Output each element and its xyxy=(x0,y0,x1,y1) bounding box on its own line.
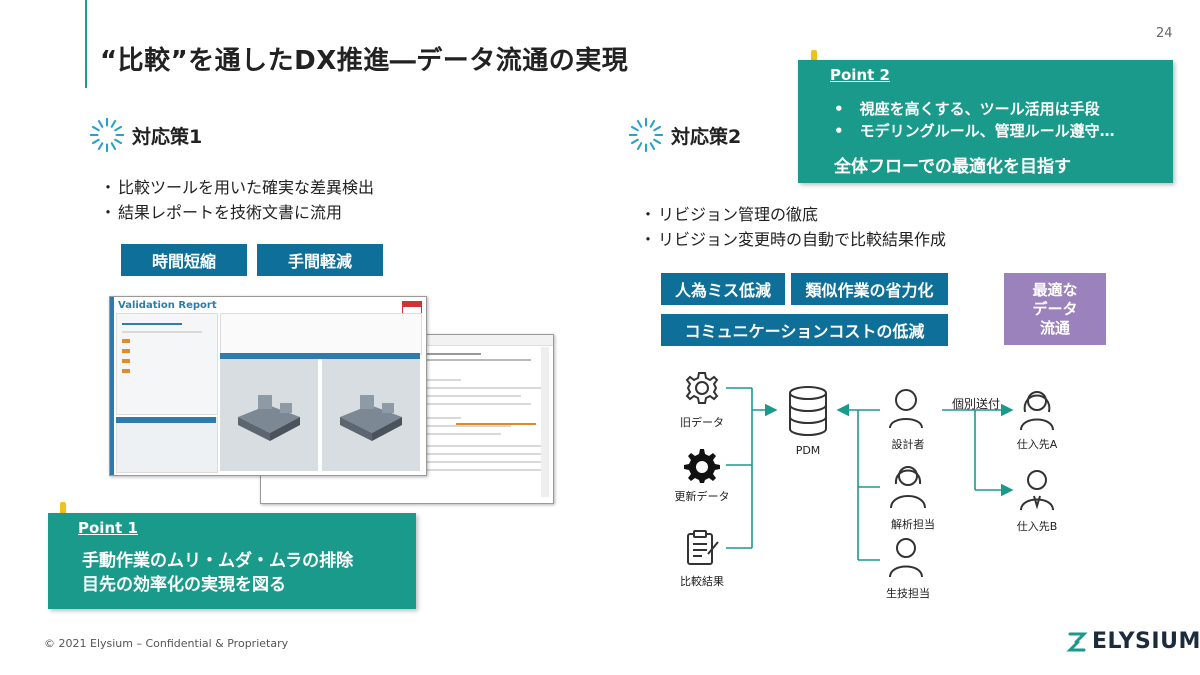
person-label: 設計者 xyxy=(891,438,925,451)
bullet-item: 結果レポートを技術文書に流用 xyxy=(100,200,374,225)
section2-header: 対応策2 xyxy=(627,116,741,154)
point2-bullets: •視座を高くする、ツール活用は手段 •モデリングルール、管理ルール遵守… xyxy=(834,98,1115,142)
send-label: 個別送付 xyxy=(951,397,1000,411)
person-engineer-icon xyxy=(889,538,923,578)
point1-text: 手動作業のムリ・ムダ・ムラの排除 目先の効率化の実現を図る xyxy=(82,549,353,597)
page-number: 24 xyxy=(1156,26,1173,41)
validation-report-screenshot: Validation Report xyxy=(109,296,427,476)
tag-effort-reduction: 手間軽減 xyxy=(257,244,383,276)
source-label-result: 比較結果 xyxy=(680,575,724,588)
logo-text: ELYSIUM xyxy=(1092,629,1200,654)
tag-labor-saving: 類似作業の省力化 xyxy=(791,273,948,305)
section2-title: 対応策2 xyxy=(671,125,742,148)
goal-tag: 最適な データ 流通 xyxy=(1004,273,1106,345)
bullet-item: 比較ツールを用いた確実な差異検出 xyxy=(100,175,374,200)
section1-bullets: 比較ツールを用いた確実な差異検出 結果レポートを技術文書に流用 xyxy=(100,175,374,225)
person-label: 生技担当 xyxy=(886,587,930,600)
warning-icon xyxy=(811,50,817,66)
point1-line: 手動作業のムリ・ムダ・ムラの排除 xyxy=(82,551,354,571)
warning-icon xyxy=(60,502,66,518)
gear-outline-icon xyxy=(685,372,719,404)
report-checklist-icon xyxy=(687,530,719,565)
section1-header: 対応策1 xyxy=(88,116,202,154)
slide-title: “比較”を通したDX推進―データ流通の実現 xyxy=(100,46,629,76)
database-icon xyxy=(789,386,827,436)
tag-time-saving: 時間短縮 xyxy=(121,244,247,276)
circle-rays-icon xyxy=(628,117,664,153)
section1-title: 対応策1 xyxy=(132,125,203,148)
cad-model-right xyxy=(340,395,402,441)
cad-model-left xyxy=(238,395,300,441)
supplier-label: 仕入先A xyxy=(1016,438,1058,451)
point2-bullet: •視座を高くする、ツール活用は手段 xyxy=(834,100,1100,118)
title-accent-bar xyxy=(85,0,87,88)
section2-bullets: リビジョン管理の徹底 リビジョン変更時の自動で比較結果作成 xyxy=(640,202,946,252)
tag-communication-cost: コミュニケーションコストの低減 xyxy=(661,314,948,346)
person-label: 解析担当 xyxy=(891,518,935,531)
circle-rays-icon xyxy=(89,117,125,153)
source-label-new: 更新データ xyxy=(674,490,730,503)
point1-box: Point 1 手動作業のムリ・ムダ・ムラの排除 目先の効率化の実現を図る xyxy=(48,513,416,609)
point1-label: Point 1 xyxy=(78,519,138,537)
source-label-old: 旧データ xyxy=(680,416,724,429)
point2-bullet: •モデリングルール、管理ルール遵守… xyxy=(834,122,1115,140)
point2-summary: 全体フローでの最適化を目指す xyxy=(834,157,1071,177)
supplier-b-icon xyxy=(1020,470,1054,511)
point2-label: Point 2 xyxy=(830,66,890,84)
supplier-a-icon xyxy=(1020,391,1054,431)
copyright-footer: © 2021 Elysium – Confidential & Propriet… xyxy=(44,637,289,650)
point2-box: Point 2 •視座を高くする、ツール活用は手段 •モデリングルール、管理ルー… xyxy=(798,60,1173,183)
logo-mark-icon xyxy=(1066,632,1088,651)
person-analyst-icon xyxy=(890,466,926,509)
point1-line: 目先の効率化の実現を図る xyxy=(82,575,286,595)
report-title: Validation Report xyxy=(118,300,217,311)
bullet-item: リビジョン変更時の自動で比較結果作成 xyxy=(640,227,946,252)
person-designer-icon xyxy=(889,389,923,429)
tag-human-error: 人為ミス低減 xyxy=(661,273,785,305)
hub-label: PDM xyxy=(795,444,821,457)
bullet-item: リビジョン管理の徹底 xyxy=(640,202,946,227)
elysium-logo: ELYSIUM xyxy=(1066,629,1200,654)
gear-filled-icon xyxy=(684,449,720,483)
supplier-label: 仕入先B xyxy=(1016,520,1058,533)
